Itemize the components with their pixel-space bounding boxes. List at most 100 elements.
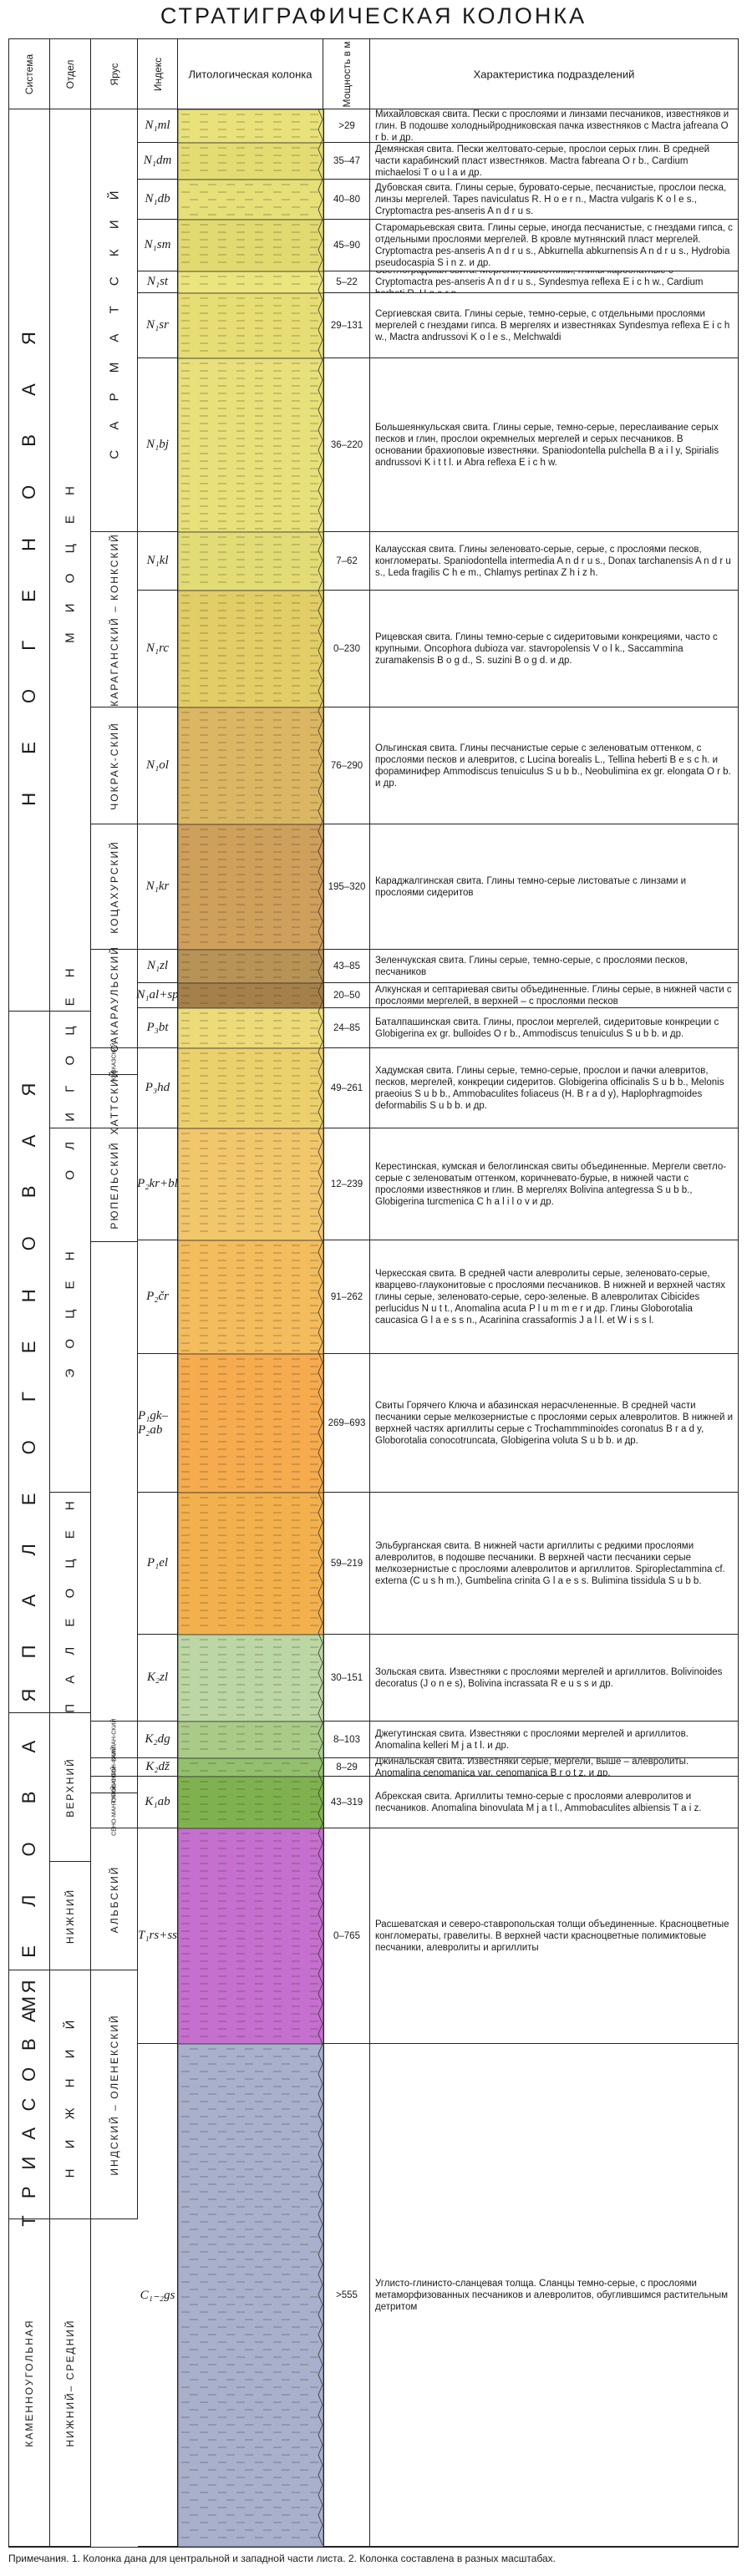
unit-description-text: Рицевская свита. Глины темно-серые с сид… xyxy=(375,631,718,666)
header-department: Отдел xyxy=(50,39,91,109)
litho-texture xyxy=(181,1133,318,1232)
unit-index-text: N₁al+sp xyxy=(136,988,179,1001)
system-label: П А Л Е О Г Е Н О В А Я xyxy=(18,1066,39,1658)
stage-cell: КАВКАЗСКИЙ xyxy=(91,1042,138,1080)
unit-index: N₁st xyxy=(138,271,178,293)
stage-label: ЧОКРАК-СКИЙ xyxy=(108,721,120,810)
litho-texture xyxy=(181,1762,318,1772)
unit-description-text: Черкесская свита. В средней части алевро… xyxy=(375,1268,725,1326)
unit-thickness: 20–50 xyxy=(323,983,370,1008)
unit-index-text: K₂zl xyxy=(146,1671,169,1684)
litho-texture xyxy=(181,1012,318,1044)
header-stage: Ярус xyxy=(91,39,138,109)
litho-texture xyxy=(181,2048,318,2538)
header-system: Система xyxy=(9,39,50,109)
unit-index: N₁al+sp xyxy=(136,983,179,1008)
stage-cell: КАРАГАНСКИЙ – КОНКСКИЙ xyxy=(91,532,138,707)
unit-thickness-text: 24–85 xyxy=(333,1022,360,1033)
unit-index-text: N₁ol xyxy=(146,758,169,772)
litho-layer xyxy=(178,1240,323,1355)
litho-layer xyxy=(178,2043,323,2547)
unit-description-text: Дубовская свита. Глины серые, буровато-с… xyxy=(375,182,727,216)
stage-cell: АЛЬБСКИЙ xyxy=(91,1828,138,1970)
unit-index-text: K₂dž xyxy=(145,1760,170,1773)
department-label: Н И Ж Н И Й xyxy=(63,2011,78,2178)
unit-thickness-text: 29–131 xyxy=(330,320,363,331)
litho-texture xyxy=(181,297,318,352)
department-cell: Э О Ц Е Н xyxy=(50,1128,91,1493)
unit-description-text: Старомарьевская свита. Глины серые, иног… xyxy=(375,222,733,268)
unit-description: Хадумская свита. Глины серые, темно-серы… xyxy=(370,1048,738,1128)
litho-layer xyxy=(178,292,323,359)
department-cell: ВЕРХНИЙ xyxy=(50,1713,91,1862)
page-title: СТРАТИГРАФИЧЕСКАЯ КОЛОНКА xyxy=(160,3,587,28)
stage-label: САКАРАУЛЬСКИЙ xyxy=(108,945,120,1052)
stage-label: ХАТТСКИЙ xyxy=(108,1068,120,1134)
unit-thickness: 40–80 xyxy=(323,180,370,220)
unit-index: P₂kr+bl xyxy=(137,1128,178,1240)
header-index: Индекс xyxy=(138,39,178,109)
unit-index: N₁kr xyxy=(138,824,178,950)
system-cell: ТРИАСОВАЯ xyxy=(9,1963,50,2226)
unit-description-text: Джинальская свита. Известняки серые, мер… xyxy=(375,1758,689,1777)
unit-thickness: 30–151 xyxy=(323,1635,370,1722)
unit-description-text: Большеянкульская свита. Глины серые, тем… xyxy=(375,422,719,468)
unit-description: Абрекская свита. Аргиллиты темно-серые с… xyxy=(370,1777,738,1828)
unit-description-text: Сергиевская свита. Глины серые, темно-се… xyxy=(375,308,730,342)
stage-label: КОЦАХУРСКИЙ xyxy=(108,839,120,934)
system-label: ТРИАСОВАЯ xyxy=(18,1962,39,2227)
unit-description-text: Хадумская свита. Глины серые, темно-серы… xyxy=(375,1065,724,1111)
unit-description: Старомарьевская свита. Глины серые, иног… xyxy=(370,220,738,271)
unit-description: Джегутинская свита. Известняки с прослоя… xyxy=(370,1722,738,1758)
department-label: Э О Ц Е Н xyxy=(63,1242,78,1378)
unit-description: Калаусская свита. Глины зеленовато-серые… xyxy=(370,532,738,591)
unit-description: Расшеватская и северо-ставропольская тол… xyxy=(370,1828,738,2044)
unit-description-text: Джегутинская свита. Известняки с прослоя… xyxy=(375,1728,689,1751)
unit-thickness: 29–131 xyxy=(323,293,370,358)
litho-texture xyxy=(181,1245,318,1351)
unit-description-text: Караджалгинская свита. Глины темно-серые… xyxy=(375,875,687,898)
unit-thickness-text: 7–62 xyxy=(336,555,358,566)
litho-layer xyxy=(178,219,323,272)
unit-index: K₂zl xyxy=(138,1635,178,1722)
header-litho: Литологическая колонка xyxy=(178,39,323,109)
unit-description-text: Зеленчукская свита. Глины серые, темно-с… xyxy=(375,955,689,977)
stage-cell: ИНДСКИЙ – ОЛЕНЕКСКИЙ xyxy=(91,1970,138,2219)
unit-index: K₂dg xyxy=(138,1722,178,1758)
unit-description: Свиты Горячего Ключа и абазинская нерасч… xyxy=(370,1354,738,1493)
unit-description: Керестинская, кумская и белоглинская сви… xyxy=(370,1128,738,1240)
unit-description-text: Демянская свита. Пески желтовато-серые, … xyxy=(375,144,710,178)
unit-thickness: >555 xyxy=(323,2044,370,2547)
department-cell: НИЖНИЙ xyxy=(50,1862,91,1970)
unit-thickness: 0–765 xyxy=(323,1828,370,2044)
department-cell: Н И Ж Н И Й xyxy=(50,1970,91,2219)
footnote: Примечания. 1. Колонка дана для централь… xyxy=(8,2553,556,2564)
unit-thickness-text: >555 xyxy=(336,2289,358,2300)
unit-description: Демянская свита. Пески желтовато-серые, … xyxy=(370,143,738,180)
litho-texture xyxy=(181,536,318,583)
department-label: П А Л Е О Ц Е Н xyxy=(63,1492,78,1713)
litho-layer xyxy=(178,1828,323,2045)
unit-description-text: Баталпашинская свита. Глины, прослои мер… xyxy=(375,1017,719,1039)
stratigraphic-column-table: Система Отдел Ярус Индекс Литологическая… xyxy=(8,38,739,2548)
litho-edge xyxy=(318,109,323,2546)
unit-thickness: 43–319 xyxy=(323,1777,370,1828)
litho-texture xyxy=(181,1781,318,1820)
litho-texture xyxy=(181,987,318,1004)
unit-thickness-text: >29 xyxy=(338,120,355,131)
unit-description-text: Михайловская свита. Пески с прослоями и … xyxy=(375,109,729,143)
stage-cell: СЕНО-МАН-СКИЙ xyxy=(91,1786,138,1835)
unit-index-text: P₁gk–P₂ab xyxy=(138,1408,169,1437)
unit-thickness: 36–220 xyxy=(323,358,370,532)
unit-thickness: 8–29 xyxy=(323,1758,370,1777)
unit-index: N₁db xyxy=(138,180,178,220)
system-cell: П А Л Е О Г Е Н О В А Я xyxy=(9,1012,50,1713)
unit-description: Джинальская свита. Известняки серые, мер… xyxy=(370,1758,738,1777)
litho-texture xyxy=(181,595,318,702)
stage-cell: САКАРАУЛЬСКИЙ xyxy=(91,946,138,1052)
unit-thickness: 12–239 xyxy=(323,1128,370,1240)
unit-description: Рицевская свита. Глины темно-серые с сид… xyxy=(370,591,738,707)
unit-thickness: 8–103 xyxy=(323,1722,370,1758)
litho-texture xyxy=(181,147,318,171)
litho-texture xyxy=(181,712,318,819)
